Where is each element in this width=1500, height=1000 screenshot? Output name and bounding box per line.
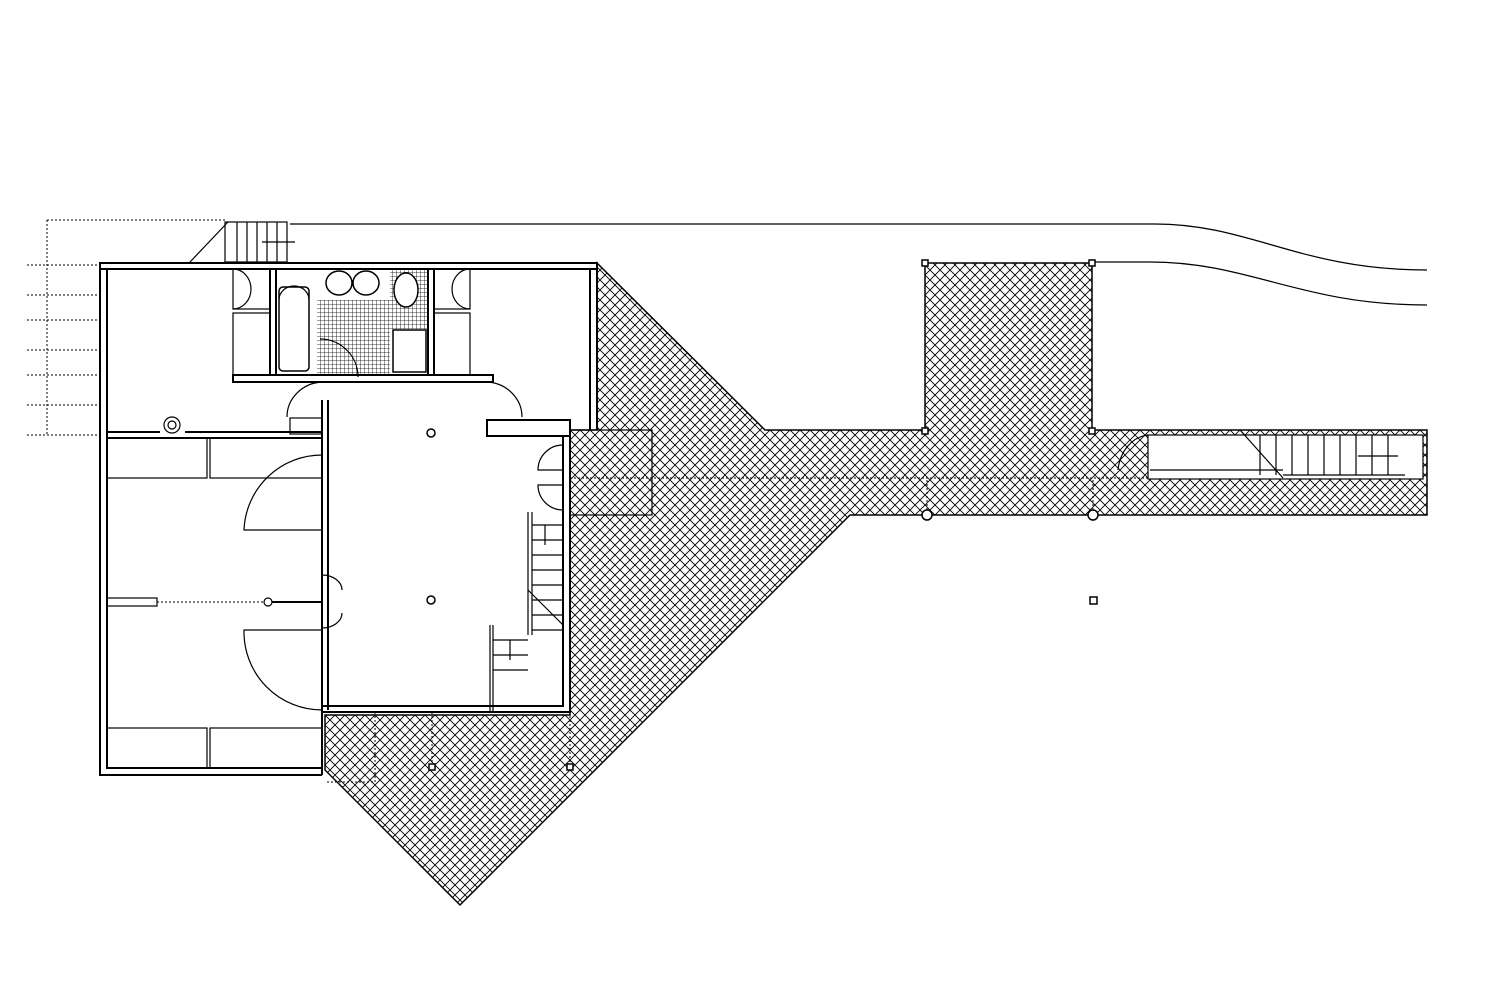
bathroom: [278, 269, 428, 378]
hatched-deck: [324, 261, 1428, 907]
door-swings: [232, 268, 1149, 711]
exterior-stair-top: [189, 221, 295, 263]
road-edge-lower: [1092, 261, 1428, 306]
deck-stair-cutout: [1147, 434, 1424, 480]
house-walls: [99, 262, 598, 776]
interior-stair: [489, 512, 564, 712]
overhang-dashes: [27, 219, 225, 436]
deck-stair: [1150, 429, 1405, 479]
posts: [325, 259, 1099, 783]
road-edge-upper: [290, 223, 1428, 271]
